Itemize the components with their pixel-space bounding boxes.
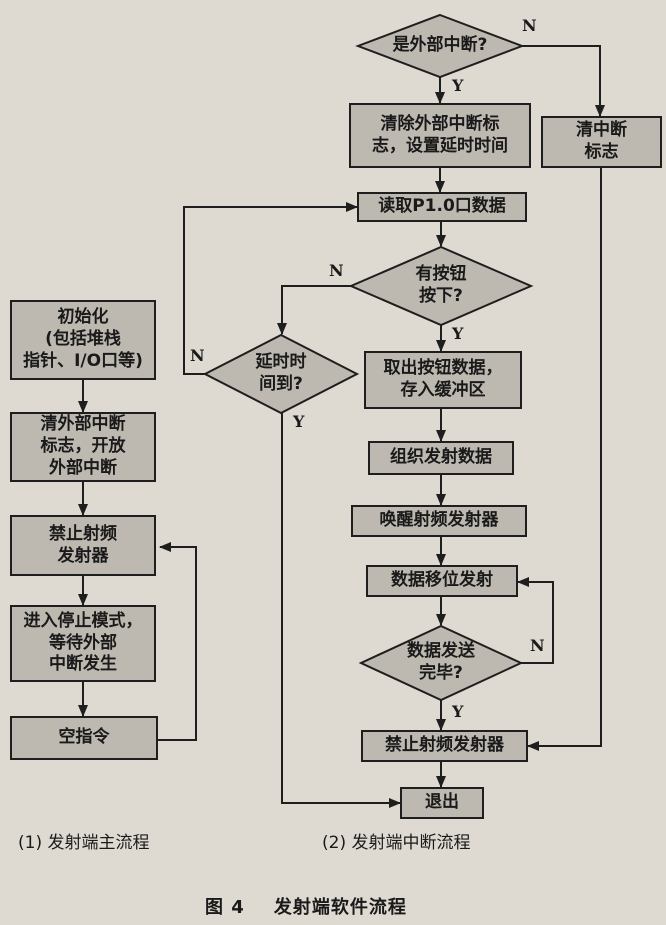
init-box: 初始化 (包括堆栈 指针、I/O口等) — [10, 300, 156, 380]
shift-send-box: 数据移位发射 — [366, 565, 518, 597]
disable-rf-main-box: 禁止射频 发射器 — [10, 515, 156, 576]
decision-send-done: 数据发送 完毕? — [407, 641, 475, 683]
interrupt-flow-caption: (2) 发射端中断流程 — [322, 833, 471, 853]
label-no-delay-done: N — [190, 346, 205, 365]
label-yes-delay-done: Y — [293, 412, 305, 431]
read-port-box: 读取P1.0口数据 — [357, 192, 527, 222]
decision-is-external: 是外部中断? — [392, 35, 488, 56]
disable-rf-int-box: 禁止射频发射器 — [361, 730, 528, 762]
clear-flag-enable-box: 清外部中断 标志，开放 外部中断 — [10, 412, 156, 482]
clear-flag-box: 清中断 标志 — [541, 116, 662, 168]
label-yes-is-external: Y — [452, 76, 464, 95]
label-no-key-pressed: N — [329, 261, 344, 280]
decision-delay-done: 延时时 间到? — [255, 352, 307, 394]
main-flow-caption: (1) 发射端主流程 — [18, 833, 150, 853]
clear-ext-set-delay-box: 清除外部中断标 志，设置延时时间 — [349, 103, 531, 168]
stop-mode-box: 进入停止模式， 等待外部 中断发生 — [10, 605, 156, 682]
label-no-send-done: N — [530, 636, 545, 655]
nop-box: 空指令 — [10, 716, 158, 760]
exit-box: 退出 — [400, 787, 484, 819]
label-no-is-external: N — [522, 16, 537, 35]
decision-key-pressed: 有按钮 按下? — [415, 264, 467, 306]
wake-rf-box: 唤醒射频发射器 — [351, 505, 527, 537]
label-yes-key-pressed: Y — [452, 324, 464, 343]
fetch-key-box: 取出按钮数据， 存入缓冲区 — [364, 351, 522, 409]
build-data-box: 组织发射数据 — [368, 441, 514, 475]
figure-caption: 图 4 发射端软件流程 — [205, 897, 407, 918]
label-yes-send-done: Y — [452, 702, 464, 721]
